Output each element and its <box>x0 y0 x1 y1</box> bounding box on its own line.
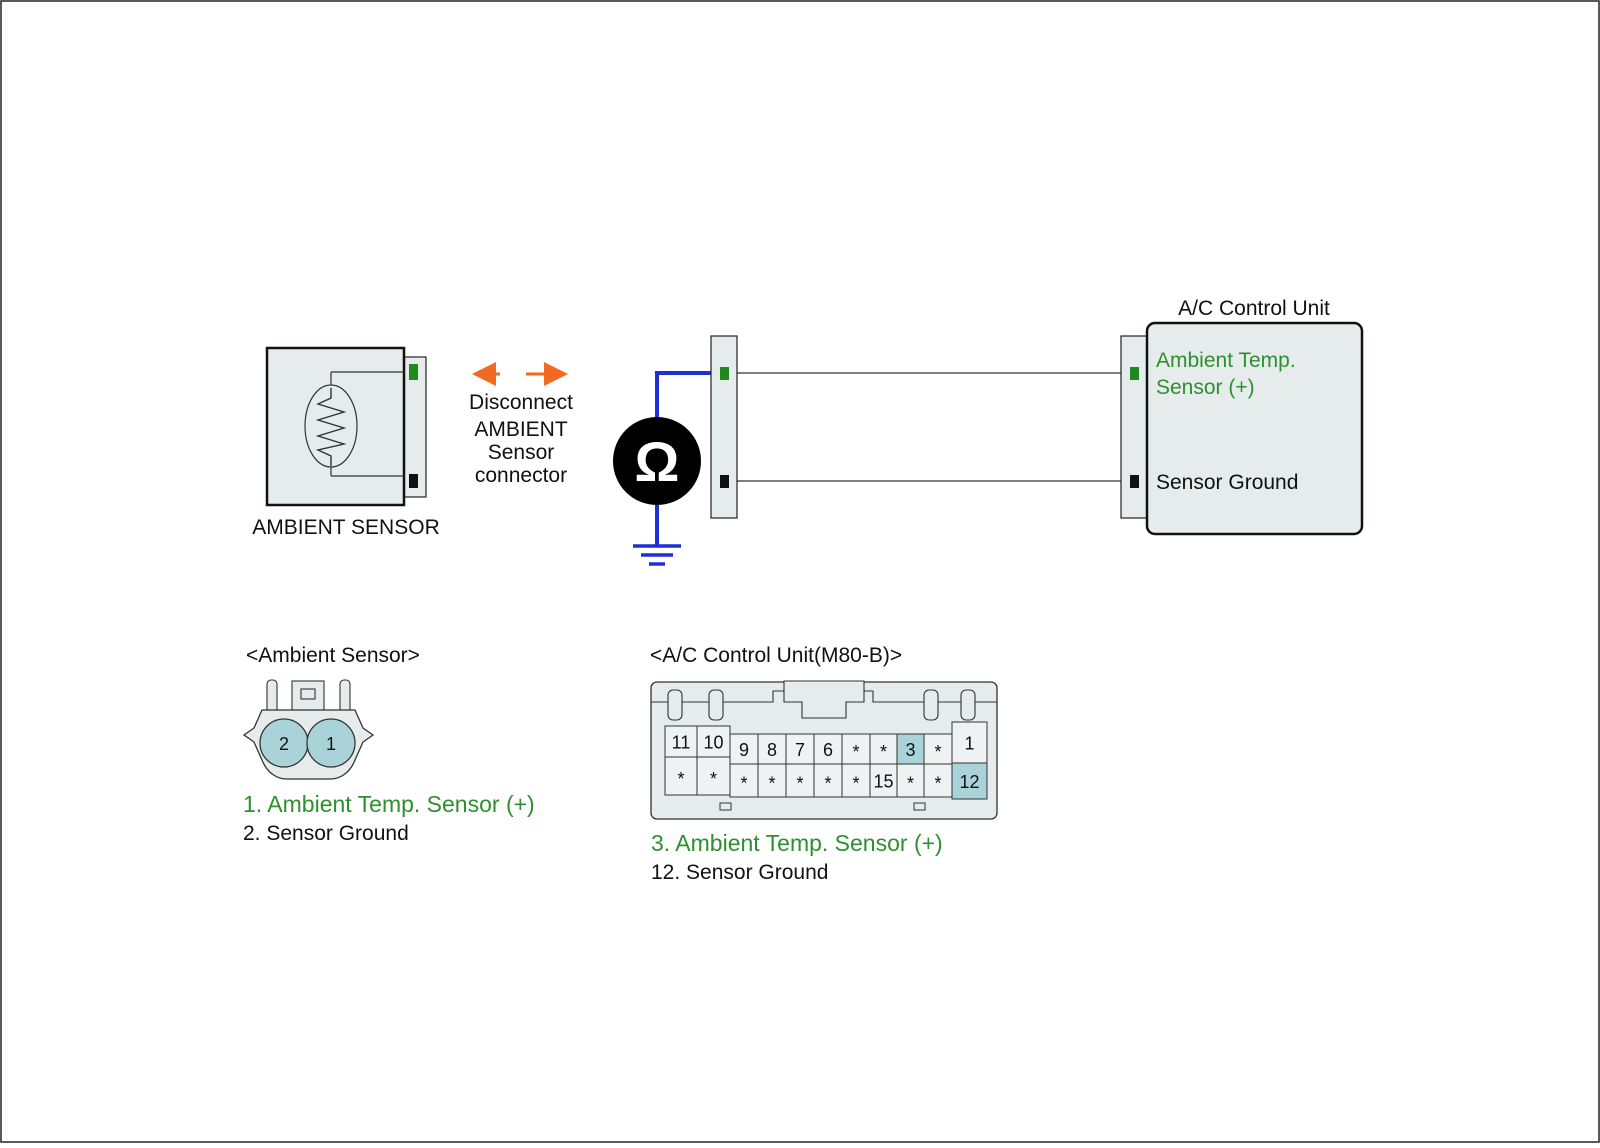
ambient-legend-positive: 1. Ambient Temp. Sensor (+) <box>243 791 535 817</box>
acu-pin-label-bottom-1: * <box>710 769 717 789</box>
thermistor-icon <box>304 384 358 468</box>
acu-pin-label-top-3: 8 <box>767 740 777 760</box>
harness-terminal-positive <box>720 367 729 380</box>
ambient-sensor: AMBIENT SENSOR <box>252 346 440 539</box>
acu-pin-label-top-2: 9 <box>739 740 749 760</box>
acu-pin-label-bottom-6: * <box>852 774 859 794</box>
acu-pin-label-bottom-3: * <box>768 774 775 794</box>
ohmmeter-icon: Ω <box>613 417 701 505</box>
instruction-line-1: Disconnect <box>469 391 573 414</box>
acu-pin-label-bottom-4: * <box>796 774 803 794</box>
ambient-pin-2-label: 2 <box>279 734 289 754</box>
ground-symbol-icon <box>633 544 681 566</box>
ambient-pin-1 <box>306 718 356 768</box>
acu-pin-label-top-7: * <box>880 742 887 762</box>
acu-pin-cell-top-1 <box>696 725 731 758</box>
acu-pin-label-bottom-9: * <box>934 774 941 794</box>
acu-pin-cell-bottom-2 <box>729 763 759 798</box>
instruction-line-3: Sensor <box>488 441 555 464</box>
control-unit-terminal-ground <box>1130 475 1139 488</box>
acu-pin-label-top-5: 6 <box>823 740 833 760</box>
control-unit-pin-ground: Sensor Ground <box>1156 471 1298 494</box>
control-unit-connector <box>1120 335 1149 519</box>
harness-terminal-ground <box>720 475 729 488</box>
ambient-connector-housing <box>242 679 375 780</box>
acu-pin-label-bottom-8: * <box>907 774 914 794</box>
acu-pin-cell-bottom-5 <box>813 763 843 798</box>
harness-connector <box>710 335 738 519</box>
instruction-line-2: AMBIENT <box>474 418 568 441</box>
acu-pin-label-top-1: 10 <box>703 733 723 753</box>
control-unit: A/C Control Unit Ambient Temp. Sensor (+… <box>1120 297 1364 536</box>
acu-pin-cell-bottom-4 <box>785 763 815 798</box>
control-unit-title: A/C Control Unit <box>1178 297 1330 320</box>
sensor-label: AMBIENT SENSOR <box>252 516 439 539</box>
ambient-pin-1-label: 1 <box>326 734 336 754</box>
acu-pin-cell-top-9 <box>923 733 953 765</box>
control-unit-terminal-positive <box>1130 367 1139 380</box>
acu-pin-label-bottom-7: 15 <box>873 772 893 792</box>
control-unit-body <box>1145 321 1364 536</box>
acu-pin-cell-top-8 <box>896 733 925 765</box>
acu-pin-label-top-0: 11 <box>672 733 691 753</box>
control-unit-pin-positive-line-2: Sensor (+) <box>1156 376 1255 399</box>
acu-pin-label-top-8: 3 <box>905 740 915 760</box>
acu-pin-label-bottom-10: 12 <box>959 772 979 792</box>
acu-pin-cell-top-2 <box>729 733 759 765</box>
sensor-terminal-ground <box>409 474 418 488</box>
acu-pin-cell-top-6 <box>841 733 871 765</box>
acu-legend-ground: 12. Sensor Ground <box>651 861 828 884</box>
ambient-legend-ground: 2. Sensor Ground <box>243 822 409 845</box>
acu-pin-label-bottom-2: * <box>740 774 747 794</box>
acu-legend-positive: 3. Ambient Temp. Sensor (+) <box>651 830 943 856</box>
sensor-terminal-positive <box>409 364 418 380</box>
ambient-connector: <Ambient Sensor> 2 1 1. Ambient Temp. Se… <box>242 644 535 845</box>
control-unit-pin-positive-line-1: Ambient Temp. <box>1156 349 1296 372</box>
ambient-connector-title: <Ambient Sensor> <box>246 644 420 667</box>
meter-lead-positive <box>655 371 724 420</box>
acu-pin-label-top-9: * <box>934 742 941 762</box>
acu-pin-cell-top-3 <box>757 733 787 765</box>
acu-pin-label-bottom-5: * <box>824 774 831 794</box>
acu-pin-cell-bottom-6 <box>841 763 871 798</box>
acu-pin-cell-bottom-3 <box>757 763 787 798</box>
acu-pin-cell-bottom-10 <box>951 762 988 800</box>
acu-pin-label-bottom-0: * <box>677 769 684 789</box>
acu-pin-label-top-6: * <box>852 742 859 762</box>
acu-connector-title: <A/C Control Unit(M80-B)> <box>650 644 902 667</box>
acu-pin-cell-top-10 <box>951 721 988 764</box>
instruction-line-4: connector <box>475 464 567 487</box>
meter-symbol: Ω <box>635 430 680 493</box>
acu-pin-cell-bottom-1 <box>696 756 731 796</box>
acu-pin-label-top-10: 1 <box>964 734 974 754</box>
acu-pin-label-top-4: 7 <box>795 740 805 760</box>
sensor-internal-wire <box>330 371 404 477</box>
